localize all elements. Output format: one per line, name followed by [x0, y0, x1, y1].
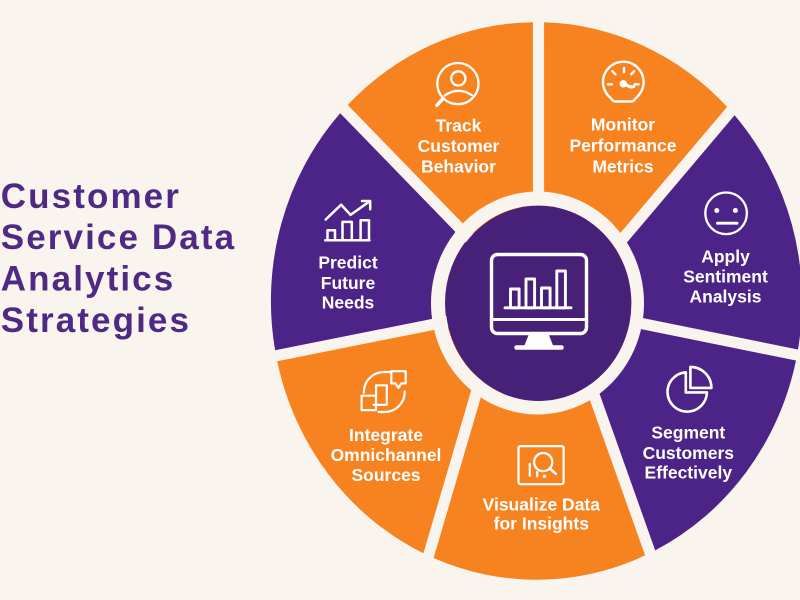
svg-text:Analytics: Analytics: [1, 259, 176, 298]
svg-text:Behavior: Behavior: [421, 157, 496, 177]
svg-text:Customer: Customer: [418, 136, 500, 156]
svg-text:Sentiment: Sentiment: [683, 267, 768, 287]
svg-text:Apply: Apply: [701, 247, 750, 267]
svg-text:Analysis: Analysis: [690, 287, 762, 307]
svg-text:Performance: Performance: [570, 136, 677, 156]
svg-text:Omnichannel: Omnichannel: [331, 445, 442, 465]
svg-text:Customers: Customers: [643, 443, 735, 463]
svg-text:Predict: Predict: [318, 253, 377, 273]
svg-text:Future: Future: [321, 273, 376, 293]
svg-text:Needs: Needs: [322, 293, 375, 313]
svg-text:Visualize Data: Visualize Data: [483, 494, 601, 514]
svg-text:Segment: Segment: [651, 423, 725, 443]
svg-text:Service Data: Service Data: [1, 218, 236, 257]
svg-text:for Insights: for Insights: [494, 514, 590, 534]
svg-text:Strategies: Strategies: [1, 301, 191, 340]
svg-text:Sources: Sources: [351, 465, 420, 485]
svg-text:Metrics: Metrics: [592, 156, 654, 176]
svg-text:Integrate: Integrate: [349, 425, 423, 445]
svg-text:Effectively: Effectively: [645, 463, 733, 483]
svg-text:Customer: Customer: [1, 177, 181, 216]
svg-text:Monitor: Monitor: [591, 114, 655, 134]
svg-text:Track: Track: [436, 116, 482, 136]
